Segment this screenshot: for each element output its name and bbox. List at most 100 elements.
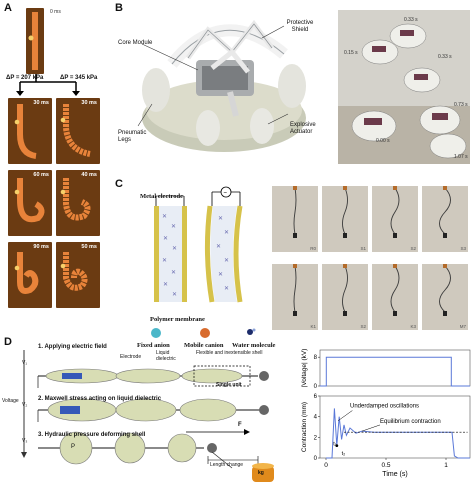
y-axis-label: Contraction (mm) (301, 402, 308, 452)
label-pneumatic-legs: Pneumatic Legs (118, 130, 147, 143)
legend-mobile-cation: Mobile canion (184, 342, 224, 349)
plot-frame (319, 349, 471, 387)
ipmc-photo-tag: K3 (410, 324, 416, 329)
legend-icons (151, 328, 256, 338)
label-v3: V₃ (22, 438, 28, 444)
ipmc-photo-tag: R0 (310, 246, 316, 251)
series-line (320, 356, 470, 387)
water-molecule-icon (247, 329, 253, 335)
svg-text:✕: ✕ (224, 258, 229, 264)
label-mass: kg (258, 470, 264, 476)
photo-time-4: 0.73 s (454, 102, 468, 108)
annotation-equilibrium: Equilibrium contraction (380, 419, 441, 425)
svg-text:✕: ✕ (162, 258, 167, 264)
marker-t1: t₁ (333, 442, 337, 448)
ipmc-photo-tag: S3 (460, 246, 466, 251)
ipmc-photo-tag: S2 (410, 246, 416, 251)
ionic-polymer-diagram: ✕✕✕ ✕✕✕ ✕✕ ✕✕✕ ✕✕✕ ~ (154, 186, 243, 303)
svg-text:✕: ✕ (224, 286, 229, 292)
time-0ms: 0 ms (50, 9, 61, 15)
label-explosive-actuator: Explosive Actuator (290, 122, 316, 135)
fixed-anion-icon (151, 328, 161, 338)
label-metal-electrode: Metal electrode (140, 193, 184, 200)
label-voltage-axis: Voltage (2, 398, 19, 404)
label-v1: V₁ (22, 360, 28, 366)
ipmc-photo: M7 (422, 264, 468, 330)
label-length-change: Length change (210, 462, 244, 468)
x-tick-label: 1 (444, 462, 448, 469)
legend-water-molecule: Water molecule (232, 342, 276, 349)
ipmc-photo: K3 (372, 264, 418, 330)
ipmc-photo-tag: S1 (360, 246, 366, 251)
ipmc-photo: S1 (322, 186, 368, 252)
label-single-unit: Single unit (216, 382, 242, 388)
label-liquid-dielectric: Liquid dielectric (156, 350, 176, 362)
svg-text:✕: ✕ (218, 272, 223, 278)
frame-a-right-1: 30 ms (56, 98, 100, 164)
label-polymer-membrane: Polymer membrane (150, 316, 205, 323)
svg-text:✕: ✕ (172, 246, 177, 252)
ipmc-photo: S2 (372, 186, 418, 252)
mobile-cation-icon (200, 328, 210, 338)
y-tick-label: 0 (314, 384, 318, 390)
actuator-straight (28, 12, 38, 70)
photo-time-6: 1.07 s (454, 154, 468, 160)
frame-a-left-1: 30 ms (8, 98, 52, 164)
y-axis-label: |Voltage| (kV) (301, 349, 308, 388)
ipmc-photo: S2 (322, 264, 368, 330)
frame-a-left-2: 60 ms (8, 170, 52, 236)
step-3: 3. Hydraulic pressure deforming shell (38, 432, 146, 438)
svg-text:✕: ✕ (163, 236, 168, 242)
panel-c-letter: C (115, 178, 123, 190)
ipmc-photo: R0 (272, 186, 318, 252)
y-tick-label: 6 (314, 394, 318, 400)
svg-text:✕: ✕ (171, 224, 176, 230)
photo-time-5: 0.00 s (376, 138, 390, 144)
svg-text:✕: ✕ (216, 244, 221, 250)
frame-a-right-2: 40 ms (56, 170, 100, 236)
panel-a-letter: A (4, 2, 12, 14)
step-2: 2. Maxwell stress acting on liquid diele… (38, 396, 162, 402)
annotation-arrow (337, 410, 353, 422)
series-line (326, 408, 470, 459)
pressure-207: ΔP = 207 kPa (6, 75, 44, 81)
label-flexible-shell: Flexible and inextensible shell (196, 350, 263, 356)
label-pressure: P (71, 444, 76, 450)
marker-dot (335, 444, 339, 447)
svg-text:✕: ✕ (218, 216, 223, 222)
label-core-module: Core Module (118, 40, 153, 46)
voltage-chart: 0 8 |Voltage| (kV) (301, 349, 471, 390)
robot-illustration (137, 19, 306, 152)
pressure-345: ΔP = 345 kPa (60, 75, 98, 81)
ipmc-photo: S3 (422, 186, 468, 252)
marker-t2: t₂ (342, 451, 346, 457)
svg-text:✕: ✕ (162, 214, 167, 220)
y-tick-label: 4 (314, 415, 318, 421)
y-tick-label: 2 (314, 435, 318, 441)
branch-arrows (16, 74, 80, 96)
svg-text:✕: ✕ (163, 282, 168, 288)
plot-frame (319, 395, 471, 459)
y-tick-label: 8 (314, 355, 318, 361)
x-tick-label: 0 (324, 462, 328, 469)
label-protective-shield: Protective Shield (286, 20, 314, 33)
ipmc-photo-tag: K1 (310, 324, 316, 329)
x-axis-label: Time (s) (382, 471, 407, 478)
timestamp: 60 ms (33, 172, 49, 178)
svg-text:✕: ✕ (171, 270, 176, 276)
panel-d-letter: D (4, 336, 12, 348)
svg-text:~: ~ (224, 191, 228, 197)
photo-time-1: 0.33 s (404, 17, 418, 23)
timestamp: 90 ms (33, 244, 49, 250)
frame-a-0ms (26, 8, 44, 74)
y-tick-label: 0 (314, 456, 318, 462)
timestamp: 30 ms (33, 100, 49, 106)
step-1: 1. Applying electric field (38, 344, 107, 350)
svg-text:✕: ✕ (172, 292, 177, 298)
frame-a-right-3: 50 ms (56, 242, 100, 308)
panel-b-letter: B (115, 2, 123, 14)
frame-a-left-3: 90 ms (8, 242, 52, 308)
label-force: F (238, 422, 242, 428)
timestamp: 50 ms (81, 244, 97, 250)
timestamp: 40 ms (81, 172, 97, 178)
